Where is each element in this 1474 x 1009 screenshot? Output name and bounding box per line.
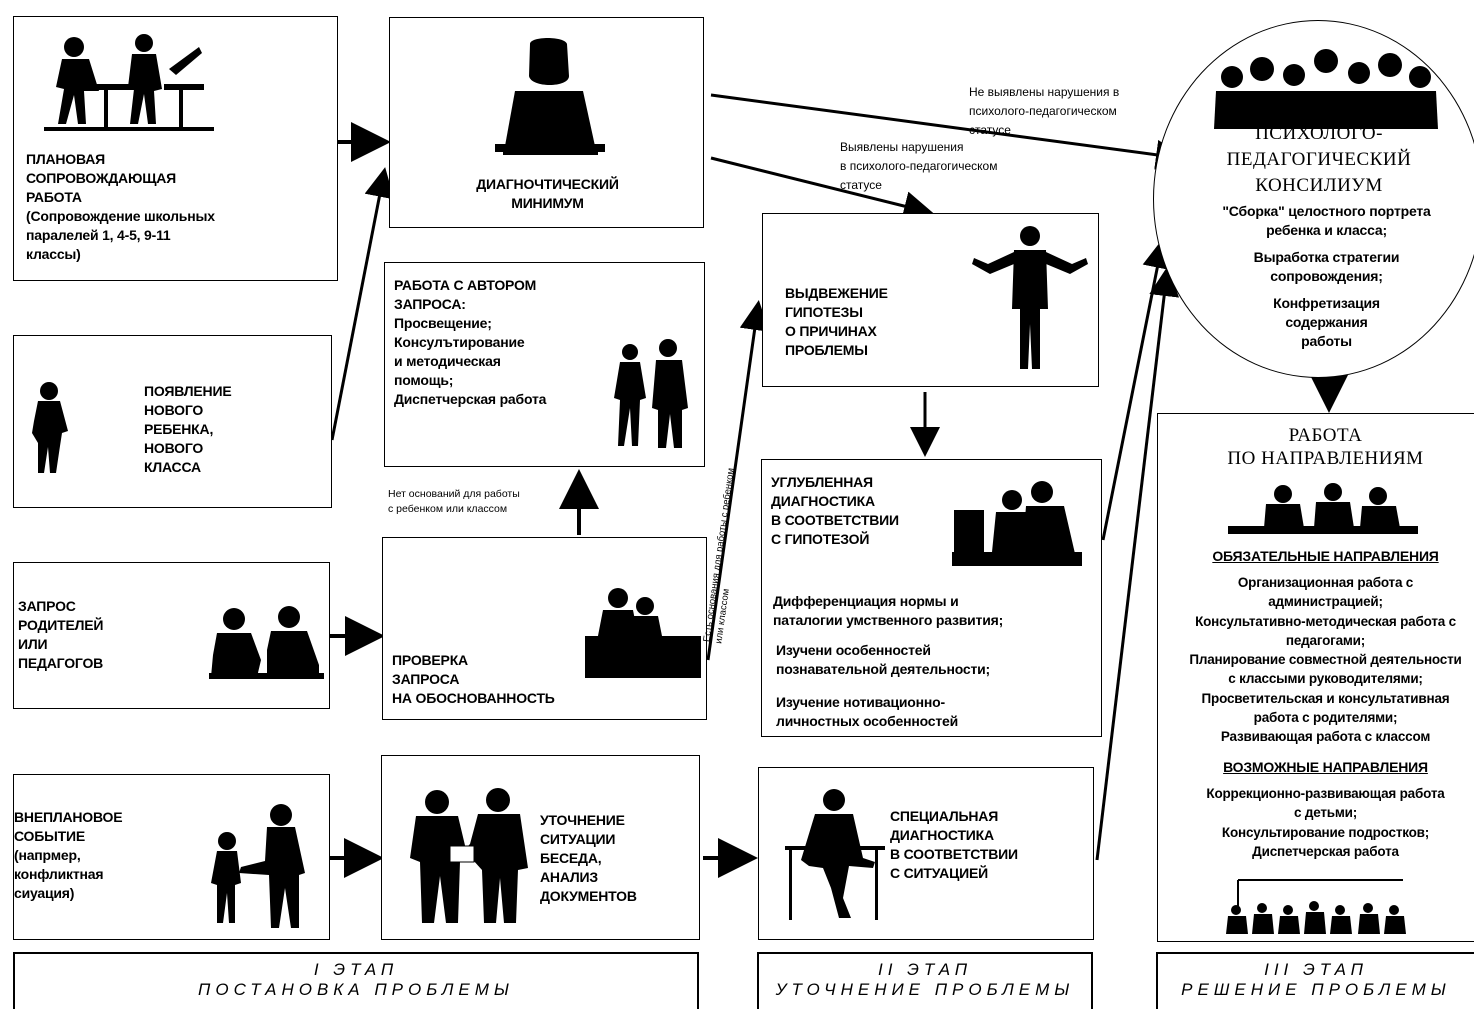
interview-silhouette-icon	[410, 788, 528, 923]
deep-diagnostics-title: УГЛУБЛЕННАЯ ДИАГНОСТИКА В СООТВЕТСТВИИ С…	[771, 474, 899, 547]
arrow-check-to-hypothesis	[706, 300, 770, 661]
shrugging-man-silhouette-icon	[972, 226, 1088, 369]
seated-man-silhouette-icon	[785, 789, 885, 920]
council-item-2: Выработка стратегии сопровождения;	[1253, 249, 1400, 284]
directions-title: РАБОТА ПО НАПРАВЛЕНИЯМ	[1227, 425, 1424, 469]
classroom-silhouette-icon	[1226, 879, 1406, 934]
council-circle: ПСИХОЛОГО- ПЕДАГОГИЧЕСКИЙ КОНСИЛИУМ "Сбо…	[1153, 20, 1474, 378]
label-no-grounds: Нет оснований для работы с ребенком или …	[388, 488, 520, 515]
council-item-1: "Сборка" целостного портрета ребенка и к…	[1222, 203, 1431, 238]
possible-directions-list: Коррекционно-развивающая работа с детьми…	[1206, 786, 1445, 859]
psychologist-at-desk-silhouette-icon	[495, 38, 605, 155]
author-work-box: РАБОТА С АВТОРОМ ЗАПРОСА: Просвещение; К…	[384, 262, 705, 467]
hypothesis-box: ВЫДВЕЖЕНИЕ ГИПОТЕЗЫ О ПРИЧИНАХ ПРОБЛЕМЫ	[762, 213, 1099, 387]
council-people-silhouette-icon	[1214, 49, 1438, 129]
council-item-3: Конфретизация содержания работы	[1273, 295, 1380, 349]
meeting-table-silhouette-icon	[1228, 483, 1418, 534]
arrow-diag-to-council	[710, 93, 1186, 170]
deep-diagnostics-item-3: Изучение нотивационно- личностных особен…	[776, 694, 959, 729]
arrow-special-to-council	[1095, 266, 1180, 861]
deep-diagnostics-item-2: Изучени особенностей познавательной деят…	[776, 642, 990, 677]
arrow-diag-to-hypothesis	[710, 156, 934, 221]
planned-work-text: ПЛАНОВАЯ СОПРОВОЖДАЮЩАЯ РАБОТА (Сопровож…	[26, 151, 215, 262]
mandatory-directions-title: ОБЯЗАТЕЛЬНЫЕ НАПРАВЛЕНИЯ	[1212, 548, 1439, 564]
parents-request-box: ЗАПРОС РОДИТЕЛЕЙ ИЛИ ПЕДАГОГОВ	[13, 562, 330, 709]
deep-diagnostics-box: УГЛУБЛЕННАЯ ДИАГНОСТИКА В СООТВЕТСТВИИ С…	[761, 459, 1102, 737]
special-diagnostics-box: СПЕЦИАЛЬНАЯ ДИАГНОСТИКА В СООТВЕТСТВИИ С…	[758, 767, 1094, 940]
clarify-situation-box: УТОЧНЕНИЕ СИТУАЦИИ БЕСЕДА, АНАЛИЗ ДОКУМЕ…	[381, 755, 700, 940]
arrow-newchild-to-diag	[330, 167, 395, 441]
parents-request-text: ЗАПРОС РОДИТЕЛЕЙ ИЛИ ПЕДАГОГОВ	[18, 598, 104, 671]
hypothesis-text: ВЫДВЕЖЕНИЕ ГИПОТЕЗЫ О ПРИЧИНАХ ПРОБЛЕМЫ	[785, 285, 888, 358]
author-work-text: РАБОТА С АВТОРОМ ЗАПРОСА: Просвещение; К…	[394, 277, 547, 407]
new-child-box: ПОЯВЛЕНИЕ НОВОГО РЕБЕНКА, НОВОГО КЛАССА	[13, 335, 332, 508]
mandatory-directions-list: Организационная работа с администрацией;…	[1189, 575, 1462, 745]
new-child-text: ПОЯВЛЕНИЕ НОВОГО РЕБЕНКА, НОВОГО КЛАССА	[144, 383, 232, 475]
two-adults-silhouette-icon	[614, 339, 688, 448]
unplanned-event-text: ВНЕПЛАНОВОЕ СОБЫТИЕ (напрмер, конфликтна…	[14, 809, 123, 901]
directions-box: РАБОТА ПО НАПРАВЛЕНИЯМ ОБЯЗАТЕЛЬНЫЕ НАПР…	[1157, 413, 1474, 942]
child-silhouette-icon	[32, 382, 68, 473]
clarify-situation-text: УТОЧНЕНИЕ СИТУАЦИИ БЕСЕДА, АНАЛИЗ ДОКУМЕ…	[540, 812, 637, 904]
stage-3-bar: III ЭТАП РЕШЕНИЕ ПРОБЛЕМЫ	[1156, 952, 1474, 1009]
stage-2-bar: II ЭТАП УТОЧНЕНИЕ ПРОБЛЕМЫ	[757, 952, 1093, 1009]
label-found: Выявлены нарушения в психолого-педагогич…	[840, 140, 998, 192]
check-request-box: ПРОВЕРКА ЗАПРОСА НА ОБОСНОВАННОСТЬ	[382, 537, 707, 720]
parent-child-silhouette-icon	[211, 804, 305, 928]
examiner-at-desk-silhouette-icon	[952, 481, 1082, 566]
family-on-sofa-silhouette-icon	[585, 588, 701, 678]
diagnostic-minimum-box: ДИАГНОЧТИЧЕСКИЙ МИНИМУМ	[389, 17, 704, 228]
check-request-text: ПРОВЕРКА ЗАПРОСА НА ОБОСНОВАННОСТЬ	[392, 652, 555, 706]
label-not-found: Не выявлены нарушения в психолого-педаго…	[969, 85, 1120, 137]
council-title: ПСИХОЛОГО- ПЕДАГОГИЧЕСКИЙ КОНСИЛИУМ	[1226, 123, 1412, 196]
possible-directions-title: ВОЗМОЖНЫЕ НАПРАВЛЕНИЯ	[1223, 759, 1428, 775]
special-diagnostics-text: СПЕЦИАЛЬНАЯ ДИАГНОСТИКА В СООТВЕТСТВИИ С…	[890, 808, 1018, 881]
unplanned-event-box: ВНЕПЛАНОВОЕ СОБЫТИЕ (напрмер, конфликтна…	[13, 774, 330, 940]
teacher-students-silhouette-icon	[44, 34, 214, 131]
planned-work-box: ПЛАНОВАЯ СОПРОВОЖДАЮЩАЯ РАБОТА (Сопровож…	[13, 16, 338, 281]
deep-diagnostics-item-1: Дифференциация нормы и паталогии умствен…	[773, 593, 1004, 628]
conversation-silhouette-icon	[209, 606, 324, 679]
diagnostic-minimum-text: ДИАГНОЧТИЧЕСКИЙ МИНИМУМ	[476, 176, 619, 211]
stage-1-bar: I ЭТАП ПОСТАНОВКА ПРОБЛЕМЫ	[13, 952, 699, 1009]
